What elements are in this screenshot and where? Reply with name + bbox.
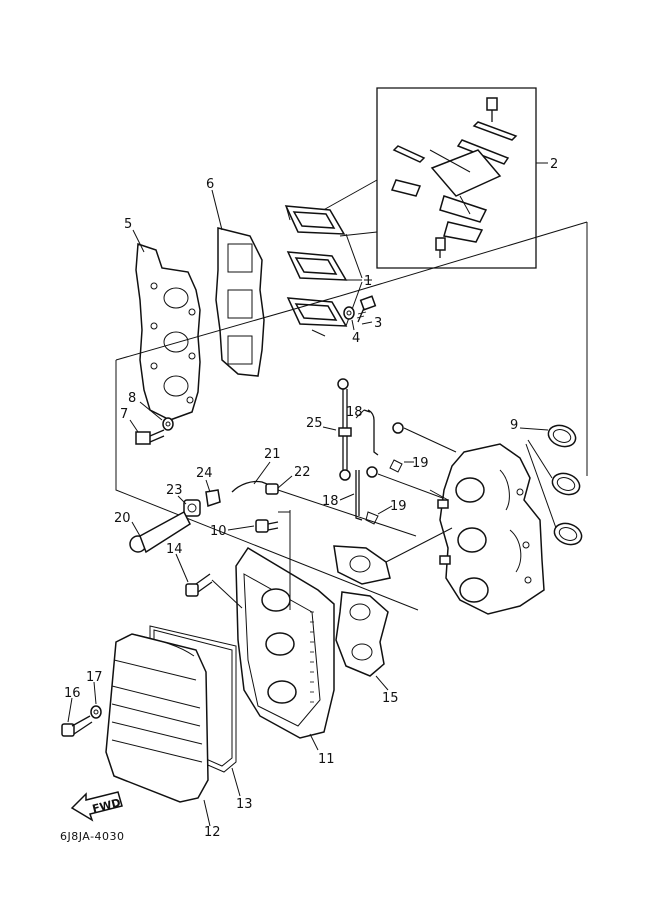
- leader-lines: [67, 162, 548, 827]
- clips-19: [365, 422, 457, 525]
- callout-22: 22: [294, 465, 311, 480]
- fuel-hose-18-upper: [363, 409, 379, 456]
- bolt-7: [135, 429, 165, 445]
- fuel-hose-18-lower: [355, 470, 363, 521]
- callout-5: 5: [124, 217, 132, 232]
- bolt-16: [61, 715, 93, 737]
- reed-valve-exploded-parts: [390, 97, 518, 258]
- collar-23: [183, 499, 201, 517]
- callout-3: 3: [374, 316, 382, 331]
- bolt-10: [255, 511, 290, 533]
- washer-8: [162, 417, 174, 431]
- callout-18-upper: 18: [346, 405, 363, 420]
- fwd-direction-arrow: FWD: [70, 791, 123, 822]
- o-rings-9: [519, 424, 583, 546]
- reed-valve-detail-inset: [317, 87, 537, 269]
- intake-manifold-5: [135, 242, 201, 421]
- reed-valve-assemblies: [284, 205, 363, 337]
- link-end-22: [265, 483, 417, 537]
- callout-1: 1: [364, 274, 372, 289]
- callout-15: 15: [382, 691, 399, 706]
- silencer-cover-12: [105, 633, 209, 803]
- gaskets-15: [333, 527, 453, 677]
- document-id: 6J8JA-4030: [60, 830, 125, 843]
- callout-19-lower: 19: [390, 499, 407, 514]
- grommet-24: [205, 489, 221, 507]
- carburetor-assembly: [429, 443, 545, 615]
- callout-23: 23: [166, 483, 183, 498]
- reed-valve-lower: [286, 297, 348, 337]
- callout-labels: 1 2 3 4 5 6 7 8 9 10 11 12 13 14 15 16 1…: [64, 157, 558, 840]
- callout-18-lower: 18: [322, 494, 339, 509]
- reed-valve-middle: [286, 251, 348, 281]
- callout-4: 4: [352, 331, 360, 346]
- callout-11: 11: [318, 752, 335, 767]
- callout-8: 8: [128, 391, 136, 406]
- callout-2: 2: [550, 157, 558, 172]
- callout-20: 20: [114, 511, 131, 526]
- callout-6: 6: [206, 177, 214, 192]
- washer-4: [343, 306, 355, 320]
- gasket-6: [215, 227, 265, 377]
- callout-12: 12: [204, 825, 221, 840]
- callout-24: 24: [196, 466, 213, 481]
- callout-9: 9: [510, 418, 518, 433]
- silencer-plate-11: [211, 510, 335, 739]
- callout-17: 17: [86, 670, 103, 685]
- reed-valve-upper: [284, 205, 346, 235]
- callout-19-upper: 19: [412, 456, 429, 471]
- bolt-3: [356, 295, 377, 323]
- choke-rod-21: [231, 480, 273, 493]
- callout-25: 25: [306, 416, 323, 431]
- assembly-area-outline: [115, 221, 588, 611]
- callout-10: 10: [210, 524, 227, 539]
- callout-16: 16: [64, 686, 81, 701]
- choke-knob-20: [129, 510, 191, 554]
- bolt-14: [185, 573, 213, 597]
- callout-21: 21: [264, 447, 281, 462]
- fuel-line-25: [337, 378, 352, 481]
- callout-13: 13: [236, 797, 253, 812]
- callout-7: 7: [120, 407, 128, 422]
- washer-17: [90, 705, 102, 719]
- callout-14: 14: [166, 542, 183, 557]
